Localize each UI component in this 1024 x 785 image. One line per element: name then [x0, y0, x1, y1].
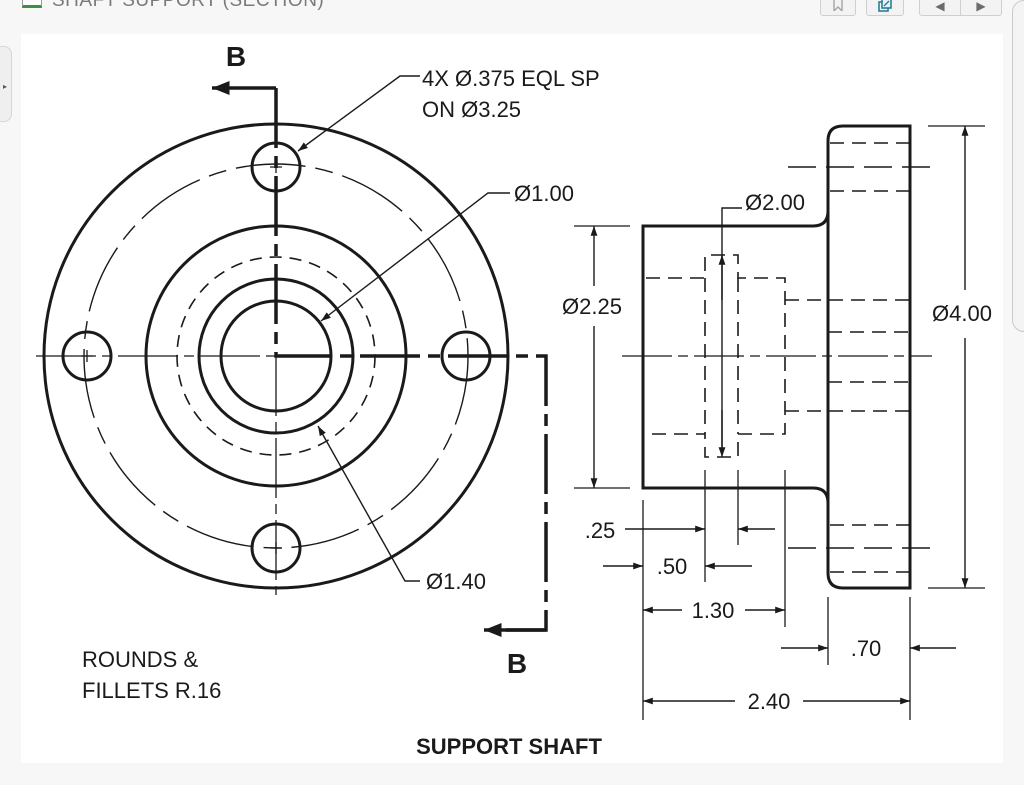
section-label-bottom: B	[507, 648, 527, 679]
bore-leader	[320, 192, 510, 322]
chevron-right-icon: ▸	[3, 82, 8, 91]
hub-diameter-callout: Ø2.25	[562, 294, 622, 319]
page-nav: ◀ ▶	[919, 0, 1002, 16]
holes-callout-line2: ON Ø3.25	[422, 97, 521, 122]
right-side-panel[interactable]	[1012, 0, 1024, 332]
drawing-title: SUPPORT SHAFT	[416, 734, 602, 759]
document-title: SHAFT SUPPORT (SECTION)	[52, 0, 325, 11]
side-panel-toggle[interactable]: ▸	[0, 46, 12, 122]
document-title-bar: SHAFT SUPPORT (SECTION)	[22, 0, 324, 11]
popout-icon	[878, 0, 892, 12]
drawing-canvas: B B 4X Ø.375 EQL SP ON Ø3.25 Ø1.00 Ø1.40…	[21, 34, 1003, 763]
dim-240: 2.40	[748, 689, 791, 714]
dim-050: .50	[657, 554, 688, 579]
rounds-note-line1: ROUNDS &	[82, 647, 198, 672]
popout-button[interactable]	[866, 0, 904, 16]
front-view	[36, 75, 548, 637]
bookmark-button[interactable]	[820, 0, 856, 16]
section-label-top: B	[226, 41, 246, 72]
counterbore-callout: Ø1.40	[426, 569, 486, 594]
flange-diameter-callout: Ø4.00	[932, 301, 992, 326]
prev-page-button[interactable]: ◀	[935, 0, 945, 13]
counterbore-leader	[317, 425, 420, 582]
holes-callout-line1: 4X Ø.375 EQL SP	[422, 66, 600, 91]
rounds-note-line2: FILLETS R.16	[82, 678, 221, 703]
side-view	[574, 124, 985, 720]
extension-lines	[642, 470, 911, 720]
inner-dim-leader	[721, 207, 742, 455]
support-shaft-drawing: B B 4X Ø.375 EQL SP ON Ø3.25 Ø1.00 Ø1.40…	[36, 41, 992, 759]
viewer-toolbar: SHAFT SUPPORT (SECTION) ◀ ▶	[0, 0, 1024, 34]
spreadsheet-icon	[22, 0, 42, 8]
bookmark-icon	[833, 0, 843, 11]
inner-diameter-callout: Ø2.00	[745, 190, 805, 215]
bore-callout: Ø1.00	[514, 181, 574, 206]
cutting-plane-line	[274, 88, 548, 632]
holes-leader	[297, 75, 420, 152]
dim-070: .70	[851, 636, 882, 661]
next-page-button[interactable]: ▶	[960, 0, 1001, 15]
dim-130: 1.30	[692, 598, 735, 623]
dim-025: .25	[585, 518, 616, 543]
